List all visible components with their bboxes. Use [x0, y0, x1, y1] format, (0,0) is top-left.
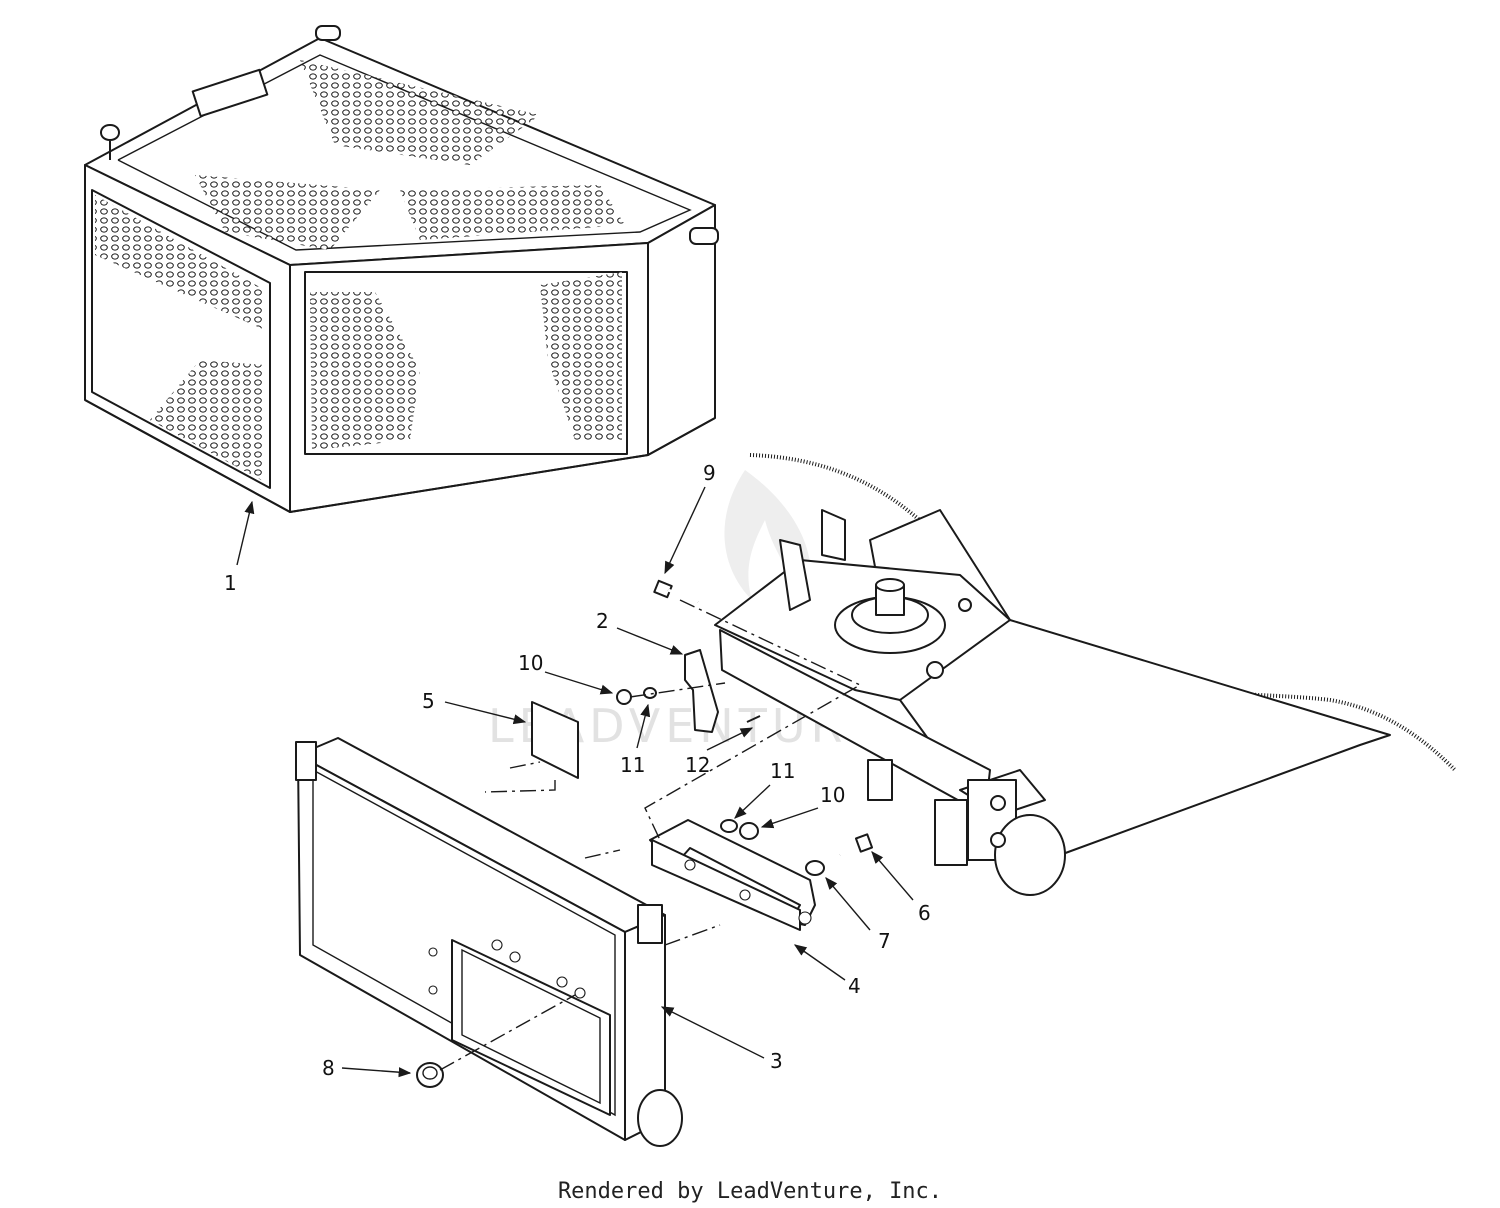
assembly-lines: [439, 599, 862, 1071]
callout-5: 5: [422, 689, 435, 713]
lifting-eye-icon: [100, 124, 120, 160]
callout-3: 3: [770, 1049, 783, 1073]
part-3-front-weight-plate: [295, 737, 683, 1147]
part-11-washer-lower: [720, 819, 738, 833]
plate-hook-left: [295, 741, 317, 781]
part-2-spacer-plate: [684, 649, 719, 733]
caster-wheel: [994, 814, 1066, 896]
top-perforations-c: [400, 185, 625, 240]
part-6-bolt: [839, 833, 874, 857]
callout-1: 1: [224, 571, 237, 595]
frame-tab: [821, 509, 846, 561]
side-perforations-b: [150, 360, 265, 482]
plate-hook-right: [637, 904, 663, 944]
callout-2: 2: [596, 609, 609, 633]
top-perforations-a: [300, 60, 540, 165]
callout-12: 12: [685, 753, 710, 777]
callout-11-upper: 11: [620, 753, 645, 777]
front-perforations-right: [540, 272, 622, 440]
callout-10-upper: 10: [518, 651, 543, 675]
side-perforations-a: [95, 195, 265, 330]
weight-box-handle: [191, 68, 269, 118]
part-1-weight-box: [84, 25, 719, 513]
callout-11-lower: 11: [770, 759, 795, 783]
rendered-by-credit: Rendered by LeadVenture, Inc.: [558, 1179, 942, 1204]
part-4-mount-bracket: [649, 819, 816, 931]
leader-arrows: [236, 486, 914, 1078]
callout-6: 6: [918, 901, 931, 925]
callout-4: 4: [848, 974, 861, 998]
part-10-nut-lower: [739, 822, 759, 840]
frame-upright-bracket: [779, 539, 811, 611]
part-12-small-bolt: [746, 715, 761, 723]
callout-10-lower: 10: [820, 783, 845, 807]
weight-plate-cutout: [451, 939, 611, 1116]
part-10-nut-upper: [616, 689, 632, 705]
part-5-decal: [531, 701, 579, 779]
part-8-nut: [416, 1062, 444, 1088]
weight-box-rod-end: [689, 227, 719, 245]
front-perforations-left: [310, 292, 420, 450]
mower-deck-assembly: [714, 453, 1457, 896]
part-11-washer-upper: [643, 687, 657, 699]
weight-box-rod-top: [315, 25, 341, 41]
deck-leg-left: [867, 759, 893, 801]
deck-leg-right: [934, 799, 968, 866]
weight-plate-roller: [637, 1089, 683, 1147]
callout-7: 7: [878, 929, 891, 953]
part-9-bolt: [653, 579, 699, 604]
pulley-assembly: [834, 578, 946, 654]
watermark-flame-icon: [724, 470, 811, 620]
callout-9: 9: [703, 461, 716, 485]
top-perforations-b: [195, 175, 380, 250]
callout-8: 8: [322, 1056, 335, 1080]
callout-labels: 1 2 3 4 5 6 7 8 9 10 10 11 11 12: [224, 461, 931, 1080]
part-7-washer: [805, 860, 825, 876]
